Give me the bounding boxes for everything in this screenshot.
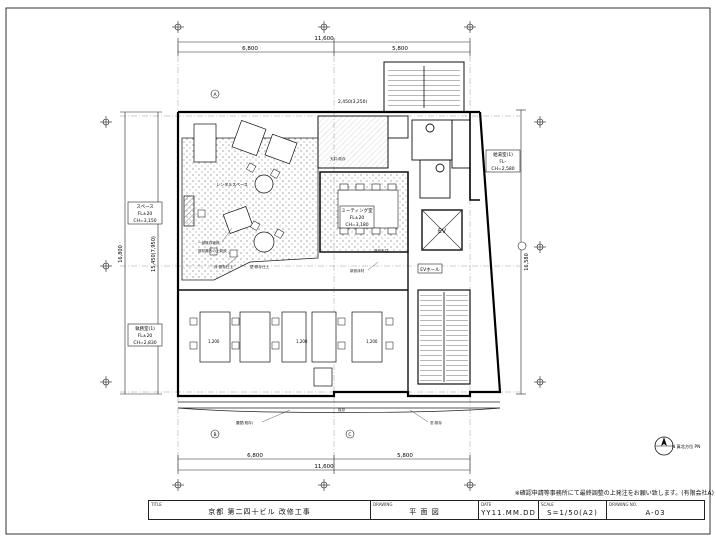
space-fl: FL±20 <box>138 211 153 217</box>
room-label-space: スペース FL±20 CH=3,150 <box>127 201 163 225</box>
space-name: スペース <box>136 204 154 210</box>
north-label: N 真北方位 PN <box>672 443 700 450</box>
drawing-frame <box>5 7 711 535</box>
ev-hall-name: EVホール <box>420 267 440 273</box>
meeting-fl: FL±20 <box>350 215 365 221</box>
title-label: TITLE <box>151 502 162 507</box>
room-label-office: 執務室(1) FL±20 CH=2,830 <box>127 323 163 347</box>
date-label: DATE <box>481 502 492 507</box>
north-arrow <box>654 436 674 456</box>
note-9: 窓:既存 <box>430 420 442 425</box>
exterior-stair-top <box>383 61 465 113</box>
drawing-label: DRAWING <box>373 502 393 507</box>
service-area <box>317 115 471 199</box>
room-label-meeting: ミーティング室 FL±20 CH=3,180 <box>339 205 375 229</box>
date-cell: DATE YY11.MM.DD <box>479 501 539 519</box>
room-label-ev-hall: EVホール <box>417 263 443 274</box>
elevator-label: EV <box>438 228 447 235</box>
dimension-lines-left <box>120 111 162 395</box>
dimension-lines-top <box>177 38 471 56</box>
lounge-name: レンタルスペース <box>216 181 248 187</box>
title-block: TITLE 京都 第二四十ビル 改修工事 DRAWING 平 面 図 DATE … <box>148 500 705 520</box>
dim-top-right: 5,800 <box>392 46 408 52</box>
office-name: 執務室(1) <box>135 325 155 332</box>
dim-bottom-left: 6,800 <box>247 453 263 459</box>
dim-top-left: 6,800 <box>242 46 258 52</box>
drawing-number: A-03 <box>645 509 666 517</box>
note-3: 床:既存仕上 <box>214 264 234 269</box>
note-10: 既存 <box>338 407 346 412</box>
footnote: ※確認申請等事務所にて最終調整の上発注をお願い致します。(有限会社A) <box>514 490 714 497</box>
dim-right-total: 16,580 <box>524 253 530 271</box>
note-8: 腰壁(既存) <box>236 420 254 425</box>
dim-top-total: 11,600 <box>314 36 334 42</box>
room-label-wet: 給湯室(1) FL– CH=2,580 <box>485 149 521 173</box>
note-5: 新設床材 <box>350 268 365 273</box>
wet-ch: CH=2,580 <box>491 166 514 172</box>
meeting-ch: CH=3,180 <box>345 222 368 228</box>
drawing-scale: S=1/50(A2) <box>547 509 598 517</box>
dimension-lines-right <box>516 109 526 395</box>
title-cell: TITLE 京都 第二四十ビル 改修工事 <box>149 501 371 519</box>
wet-fl: FL– <box>499 159 507 165</box>
drawing-name: 平 面 図 <box>409 508 440 516</box>
section-markers <box>210 89 527 439</box>
elevator-shaft: EV <box>421 209 463 251</box>
grid-marker-b: B <box>213 432 216 438</box>
note-7: 新設天井 <box>374 248 389 253</box>
dim-left-sub: 15,450(7,950) <box>151 236 157 272</box>
grid-marker-a: A <box>213 92 217 98</box>
note-4: 壁:既存仕上 <box>250 264 270 269</box>
meeting-name: ミーティング室 <box>341 207 373 214</box>
office-ch: CH=2,830 <box>133 340 156 346</box>
note-2: 既存撤去の上新設 <box>198 248 227 253</box>
grid-marker-c: C <box>348 432 351 438</box>
scale-cell: SCALE S=1/50(A2) <box>539 501 607 519</box>
scale-label: SCALE <box>541 502 554 507</box>
interior-stair <box>417 289 471 385</box>
number-cell: DRAWING NO. A-03 <box>607 501 704 519</box>
drawing-date: YY11.MM.DD <box>481 509 536 517</box>
space-ch: CH=3,150 <box>133 218 156 224</box>
dim-bottom-total: 11,600 <box>314 464 334 470</box>
grid-lines <box>120 45 520 470</box>
dim-wall-top: 2,450(3,250) <box>338 99 368 105</box>
lounge-furniture <box>183 119 298 253</box>
dim-c: 1,200 <box>366 339 378 344</box>
wet-name: 給湯室(1) <box>493 151 513 158</box>
office-desks <box>199 311 383 387</box>
number-label: DRAWING NO. <box>609 502 637 507</box>
dim-b: 1,200 <box>296 339 308 344</box>
note-1: 一部既存継続 <box>198 240 220 245</box>
project-title: 京都 第二四十ビル 改修工事 <box>208 508 311 516</box>
office-chairs <box>189 317 394 350</box>
drawing-cell: DRAWING 平 面 図 <box>371 501 479 519</box>
dim-bottom-right: 5,800 <box>397 453 413 459</box>
lounge-chairs <box>197 162 285 258</box>
grid-crosshair-markers <box>100 21 546 491</box>
window-band-bottom <box>177 401 501 413</box>
dim-a: 1,200 <box>208 339 220 344</box>
office-fl: FL±20 <box>138 333 153 339</box>
dimension-lines-bottom <box>177 455 471 474</box>
leader-lines <box>221 227 429 423</box>
note-6: 天井:既存 <box>330 156 346 161</box>
dim-left-total: 16,800 <box>118 245 124 263</box>
